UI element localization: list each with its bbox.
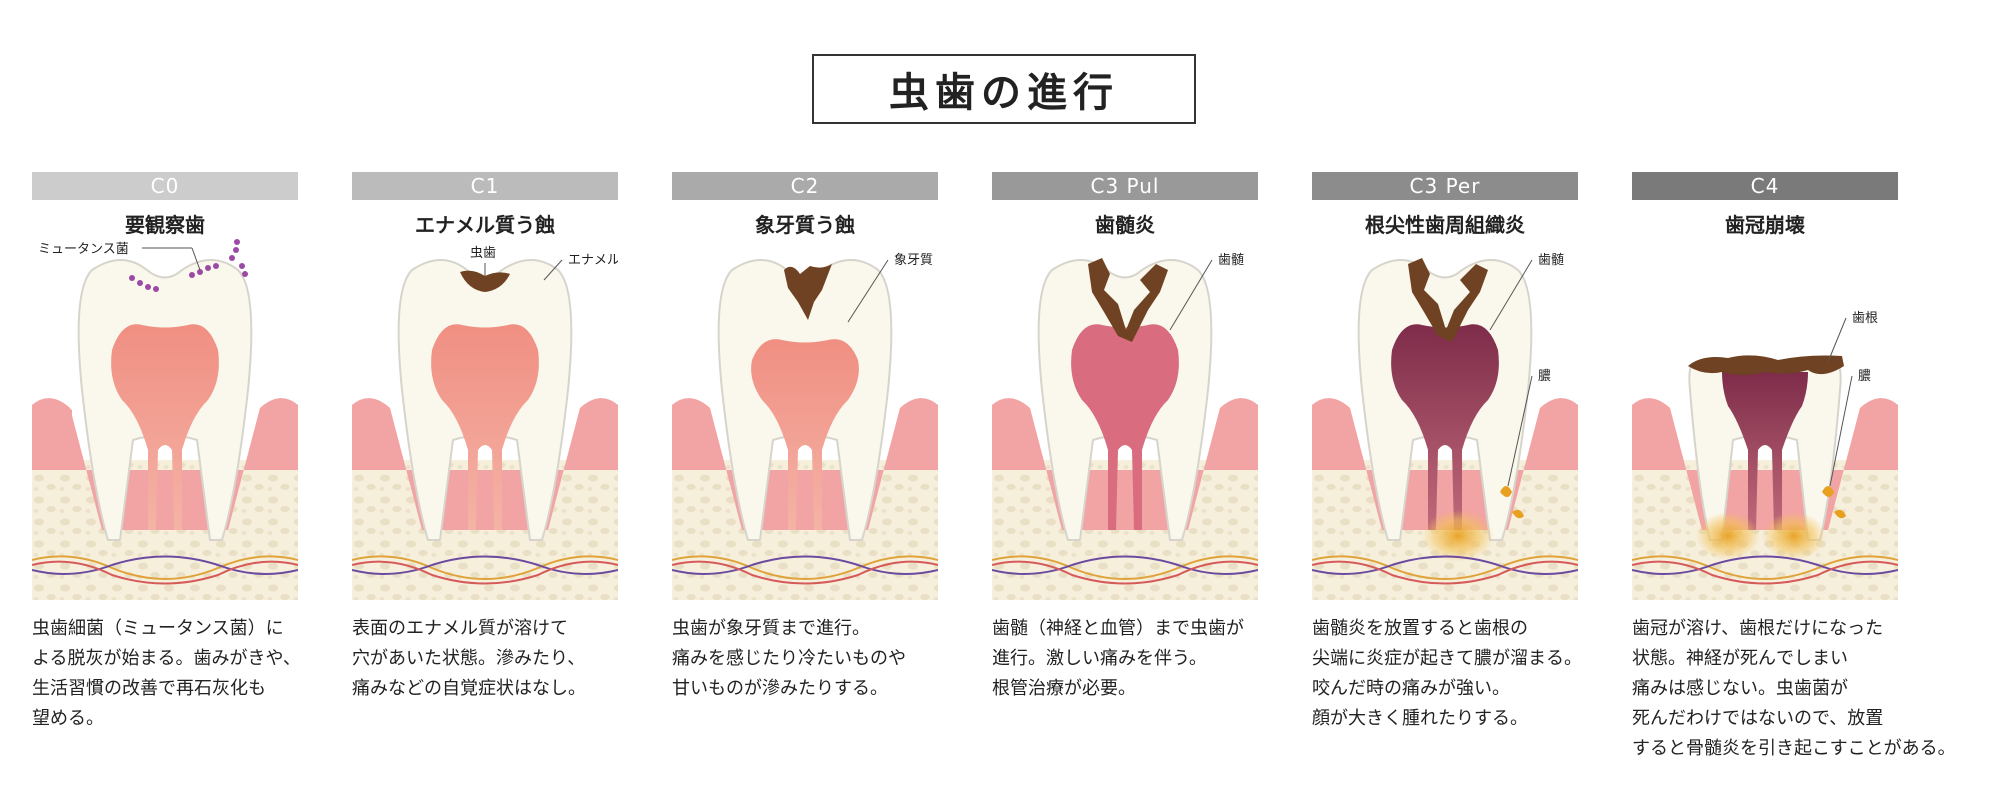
stage-name: エナメル質う蝕 — [415, 213, 555, 237]
stage-label: C3 Per — [1312, 172, 1578, 200]
stage-description-c1: 表面のエナメル質が溶けて 穴があいた状態。滲みたり、 痛みなどの自覚症状はなし。 — [352, 614, 586, 704]
stage-description-c2: 虫歯が象牙質まで進行。 痛みを感じたり冷たいものや 甘いものが滲みたりする。 — [672, 614, 906, 704]
stage-description-c3-pul: 歯髄（神経と血管）まで虫歯が 進行。激しい痛みを伴う。 根管治療が必要。 — [992, 614, 1244, 704]
description-line: 虫歯細菌（ミュータンス菌）に — [32, 618, 284, 639]
stage-c0: C0 要観察歯 — [32, 172, 298, 240]
stage-c1: C1 エナメル質う蝕 — [352, 172, 618, 240]
description-line: 歯髄炎を放置すると歯根の — [1312, 618, 1528, 639]
stage-name: 象牙質う蝕 — [755, 213, 855, 237]
stage-name: 歯冠崩壊 — [1725, 213, 1805, 237]
callout-label: 膿 — [1858, 369, 1871, 384]
stage-label: C1 — [352, 172, 618, 200]
description-line: よる脱灰が始まる。歯みがきや、 — [32, 648, 301, 669]
callout-label: 歯髄 — [1218, 253, 1244, 268]
description-line: 根管治療が必要。 — [992, 678, 1136, 699]
description-line: 生活習慣の改善で再石灰化も — [32, 678, 266, 699]
tooth-illustration-c2: 象牙質 — [672, 230, 938, 600]
description-line: 状態。神経が死んでしまい — [1632, 648, 1848, 669]
tooth-illustration-c1: 虫歯 エナメル質 — [352, 230, 618, 600]
description-line: 痛みを感じたり冷たいものや — [672, 648, 906, 669]
description-line: 歯髄（神経と血管）まで虫歯が — [992, 618, 1244, 639]
description-line: 甘いものが滲みたりする。 — [672, 678, 888, 699]
tooth-illustration-c3-per: 歯髄 膿 — [1312, 230, 1578, 600]
stage-c2: C2 象牙質う蝕 — [672, 172, 938, 240]
stage-label: C4 — [1632, 172, 1898, 200]
description-line: 歯冠が溶け、歯根だけになった — [1632, 618, 1884, 639]
page-title: 虫歯の進行 — [812, 54, 1196, 124]
stage-description-c4: 歯冠が溶け、歯根だけになった 状態。神経が死んでしまい 痛みは感じない。虫歯菌が… — [1632, 614, 1956, 764]
callout-label: 膿 — [1538, 369, 1551, 384]
stage-description-c0: 虫歯細菌（ミュータンス菌）に よる脱灰が始まる。歯みがきや、 生活習慣の改善で再… — [32, 614, 301, 734]
stage-label: C3 Pul — [992, 172, 1258, 200]
stage-name: 要観察歯 — [125, 213, 205, 237]
callout-label: ミュータンス菌 — [38, 242, 129, 257]
stage-name: 歯髄炎 — [1095, 213, 1155, 237]
tooth-illustration-c4: 歯根 膿 — [1632, 230, 1898, 600]
stage-c3-pul: C3 Pul 歯髄炎 — [992, 172, 1258, 240]
description-line: 表面のエナメル質が溶けて — [352, 618, 568, 639]
description-line: 望める。 — [32, 708, 104, 729]
tooth-illustration-c3-pul: 歯髄 — [992, 230, 1258, 600]
description-line: 顔が大きく腫れたりする。 — [1312, 708, 1528, 729]
stage-c4: C4 歯冠崩壊 — [1632, 172, 1898, 240]
description-line: 咬んだ時の痛みが強い。 — [1312, 678, 1510, 699]
description-line: 穴があいた状態。滲みたり、 — [352, 648, 586, 669]
callout-label: 虫歯 — [470, 246, 496, 261]
stage-label: C2 — [672, 172, 938, 200]
stage-label: C0 — [32, 172, 298, 200]
description-line: 痛みは感じない。虫歯菌が — [1632, 678, 1848, 699]
callout-label: エナメル質 — [568, 253, 618, 268]
description-line: 死んだわけではないので、放置 — [1632, 708, 1884, 729]
description-line: 虫歯が象牙質まで進行。 — [672, 618, 870, 639]
stage-name: 根尖性歯周組織炎 — [1365, 213, 1525, 237]
description-line: すると骨髄炎を引き起こすことがある。 — [1632, 738, 1956, 759]
tooth-illustration-c0: ミュータンス菌 — [32, 230, 298, 600]
callout-label: 歯根 — [1852, 311, 1878, 326]
callout-label: 象牙質 — [894, 253, 933, 268]
stage-c3-per: C3 Per 根尖性歯周組織炎 — [1312, 172, 1578, 240]
stage-description-c3-per: 歯髄炎を放置すると歯根の 尖端に炎症が起きて膿が溜まる。 咬んだ時の痛みが強い。… — [1312, 614, 1582, 734]
description-line: 進行。激しい痛みを伴う。 — [992, 648, 1207, 669]
description-line: 痛みなどの自覚症状はなし。 — [352, 678, 586, 699]
description-line: 尖端に炎症が起きて膿が溜まる。 — [1312, 648, 1582, 669]
callout-label: 歯髄 — [1538, 253, 1564, 268]
